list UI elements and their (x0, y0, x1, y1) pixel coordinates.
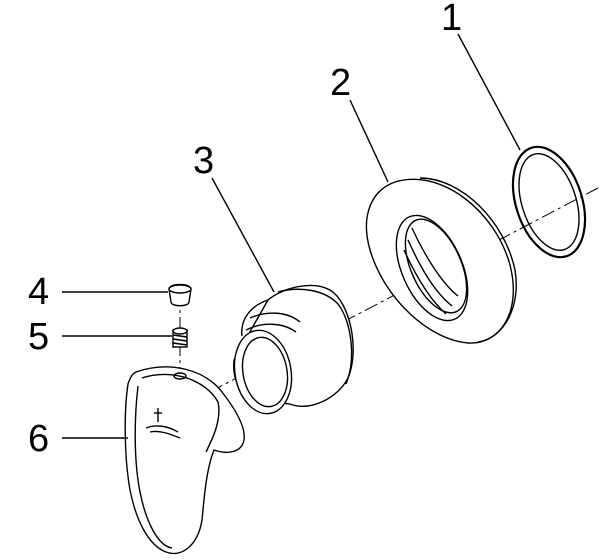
callout-2: 2 (330, 62, 351, 104)
part-4-cover-cap (168, 283, 192, 307)
callout-1: 1 (441, 0, 462, 39)
callout-6: 6 (28, 418, 49, 460)
part-6-lever-handle (124, 366, 245, 555)
callout-3: 3 (193, 140, 214, 182)
leader-lines (62, 33, 521, 439)
part-1-o-ring (511, 145, 587, 259)
brand-logo-mark (145, 408, 181, 439)
part-3-sleeve (233, 284, 354, 415)
callout-4: 4 (28, 271, 49, 313)
part-5-set-screw (172, 327, 188, 348)
callout-5: 5 (28, 316, 49, 358)
part-2-wall-rosette (365, 177, 517, 344)
